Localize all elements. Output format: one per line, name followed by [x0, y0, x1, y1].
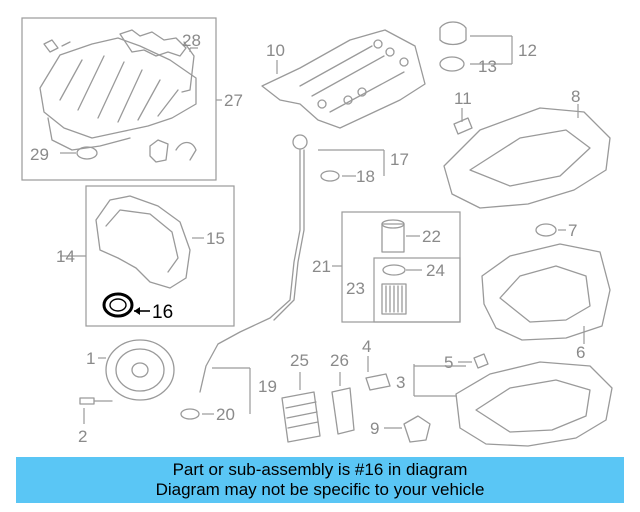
oil-filter-subbox	[373, 257, 461, 323]
callout-10[interactable]: 10	[266, 41, 285, 60]
banner-line-2: Diagram may not be specific to your vehi…	[155, 480, 485, 499]
oil-filler-cap	[439, 21, 467, 46]
callout-22[interactable]: 22	[422, 227, 441, 246]
callout-23[interactable]: 23	[346, 279, 365, 298]
dipstick-rod	[273, 149, 305, 321]
intake-plenum	[47, 117, 131, 151]
callout-25[interactable]: 25	[290, 351, 309, 370]
manifold-gasket-28	[181, 41, 195, 93]
callout-20[interactable]: 20	[216, 405, 235, 424]
valve-cover-ribs	[299, 45, 405, 113]
pulley-bolt	[79, 397, 113, 405]
oil-level-sensor	[403, 415, 431, 443]
intake-bracket	[43, 39, 71, 53]
exploded-parts-diagram: 28 27 29 10 12 13 11 8	[21, 17, 613, 447]
o-ring-18	[320, 170, 340, 182]
callout-28[interactable]: 28	[182, 31, 201, 50]
callout-9[interactable]: 9	[370, 419, 379, 438]
o-ring-20	[180, 408, 200, 420]
timing-cover-group: 14 15 16	[56, 185, 235, 327]
dipstick-group: 17 18 19 20	[180, 134, 409, 424]
oil-pan	[455, 361, 613, 447]
crank-pulley-group: 1 2	[78, 339, 175, 446]
callout-1[interactable]: 1	[86, 349, 95, 368]
intake-manifold-box	[21, 17, 217, 181]
upper-pan-group: 11 8	[443, 87, 611, 209]
callout-4[interactable]: 4	[362, 337, 371, 356]
upper-pan-inner	[469, 129, 591, 187]
manifold-gasket	[119, 29, 187, 57]
timing-cover	[95, 195, 191, 289]
upper-oil-pan	[443, 107, 611, 209]
intake-runners	[59, 55, 179, 123]
oil-filter-group: 22 24 21 23	[312, 211, 461, 323]
callout-5[interactable]: 5	[444, 353, 453, 372]
oil-cap-group: 12 13	[439, 21, 537, 76]
gasket-4	[365, 373, 391, 391]
callout-29[interactable]: 29	[30, 145, 49, 164]
callout-16[interactable]: 16	[152, 302, 173, 323]
callout-7[interactable]: 7	[568, 221, 577, 240]
gasket-11	[453, 117, 473, 135]
valve-cover	[261, 29, 426, 129]
callout-6[interactable]: 6	[576, 343, 585, 362]
callout-14[interactable]: 14	[56, 247, 75, 266]
filter-o-ring	[382, 264, 406, 276]
callout-3[interactable]: 3	[396, 373, 405, 392]
dipstick-handle	[292, 134, 308, 150]
oil-cooler-group: 25 26	[281, 351, 355, 443]
o-ring-29	[76, 146, 98, 160]
intake-manifold-group: 28 27 29	[21, 17, 243, 181]
callout-27[interactable]: 27	[224, 91, 243, 110]
callout-26[interactable]: 26	[330, 351, 349, 370]
callout-12[interactable]: 12	[518, 41, 537, 60]
cap-seal-13	[439, 56, 465, 72]
cooler-gasket-26	[331, 387, 355, 435]
banner-line-1: Part or sub-assembly is #16 in diagram	[172, 460, 468, 479]
timing-cover-inner	[105, 209, 179, 273]
filter-element	[381, 283, 407, 315]
seal-16-highlight[interactable]	[102, 292, 134, 318]
callout-13[interactable]: 13	[478, 57, 497, 76]
callout-21[interactable]: 21	[312, 257, 331, 276]
dipstick-tube	[199, 149, 301, 393]
oil-baffle	[481, 243, 611, 341]
callout-18[interactable]: 18	[356, 167, 375, 186]
drain-plug-5	[473, 353, 489, 369]
callout-2[interactable]: 2	[78, 427, 87, 446]
valve-cover-group: 10	[261, 29, 426, 129]
callout-15[interactable]: 15	[206, 229, 225, 248]
callout-11[interactable]: 11	[454, 89, 472, 108]
filter-housing-cap	[381, 223, 405, 253]
oil-baffle-inner	[499, 265, 591, 323]
callout-8[interactable]: 8	[571, 87, 580, 106]
oil-cooler	[281, 391, 321, 443]
plug-7	[535, 223, 557, 237]
intake-manifold	[39, 37, 197, 139]
oil-pan-group: 4 5 3 9	[362, 337, 613, 447]
hose-part	[175, 141, 197, 161]
lower-baffle-group: 7 6	[481, 221, 611, 362]
sensor-part	[149, 139, 169, 163]
oil-pan-inner	[475, 379, 591, 433]
info-banner: Part or sub-assembly is #16 in diagram D…	[16, 457, 624, 503]
callout-19[interactable]: 19	[258, 377, 277, 396]
callout-17[interactable]: 17	[390, 150, 409, 169]
callout-24[interactable]: 24	[426, 261, 445, 280]
